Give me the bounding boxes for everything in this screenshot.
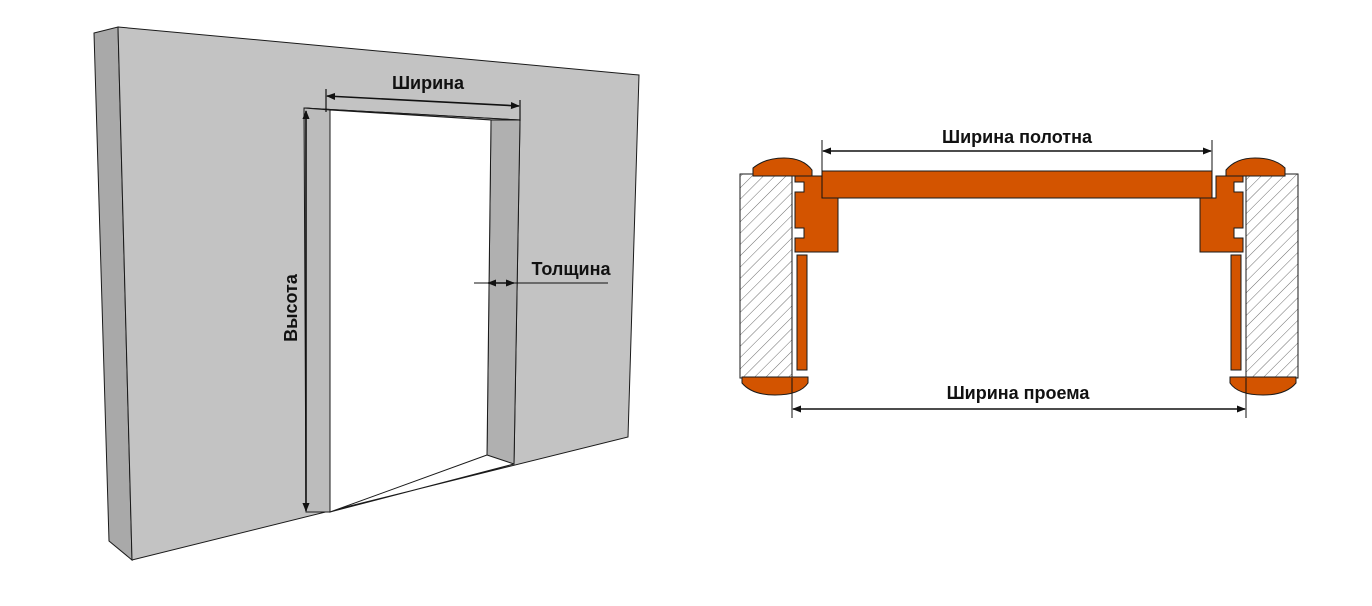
width-dimension-line — [326, 92, 520, 110]
frame-cross-section: Ширина полотна Ширина проема — [739, 127, 1299, 418]
left-bottom-casing — [741, 376, 809, 396]
left-extension-board — [796, 254, 808, 371]
opening-left-reveal — [303, 107, 331, 513]
opening-void — [329, 109, 492, 513]
opening-width-label: Ширина проема — [947, 383, 1091, 403]
right-bottom-casing — [1229, 376, 1297, 396]
height-dimension: Высота — [281, 110, 310, 512]
door-leaf — [821, 170, 1213, 199]
right-extension-board — [1230, 254, 1242, 371]
opening-width-dimension: Ширина проема — [791, 378, 1247, 418]
thickness-label: Толщина — [532, 259, 612, 279]
opening-right-reveal — [486, 119, 521, 465]
wall-with-opening: Ширина Высота Толщина — [93, 26, 640, 562]
left-top-casing — [752, 157, 813, 177]
right-wall-section — [1245, 173, 1299, 379]
height-label: Высота — [281, 273, 301, 342]
width-dimension: Ширина — [325, 73, 521, 121]
width-label: Ширина — [392, 73, 465, 93]
right-top-casing — [1225, 157, 1286, 177]
left-wall-section — [739, 173, 793, 379]
thickness-dimension: Толщина — [474, 259, 612, 287]
leaf-width-label: Ширина полотна — [942, 127, 1093, 147]
leaf-width-dimension: Ширина полотна — [821, 127, 1213, 198]
